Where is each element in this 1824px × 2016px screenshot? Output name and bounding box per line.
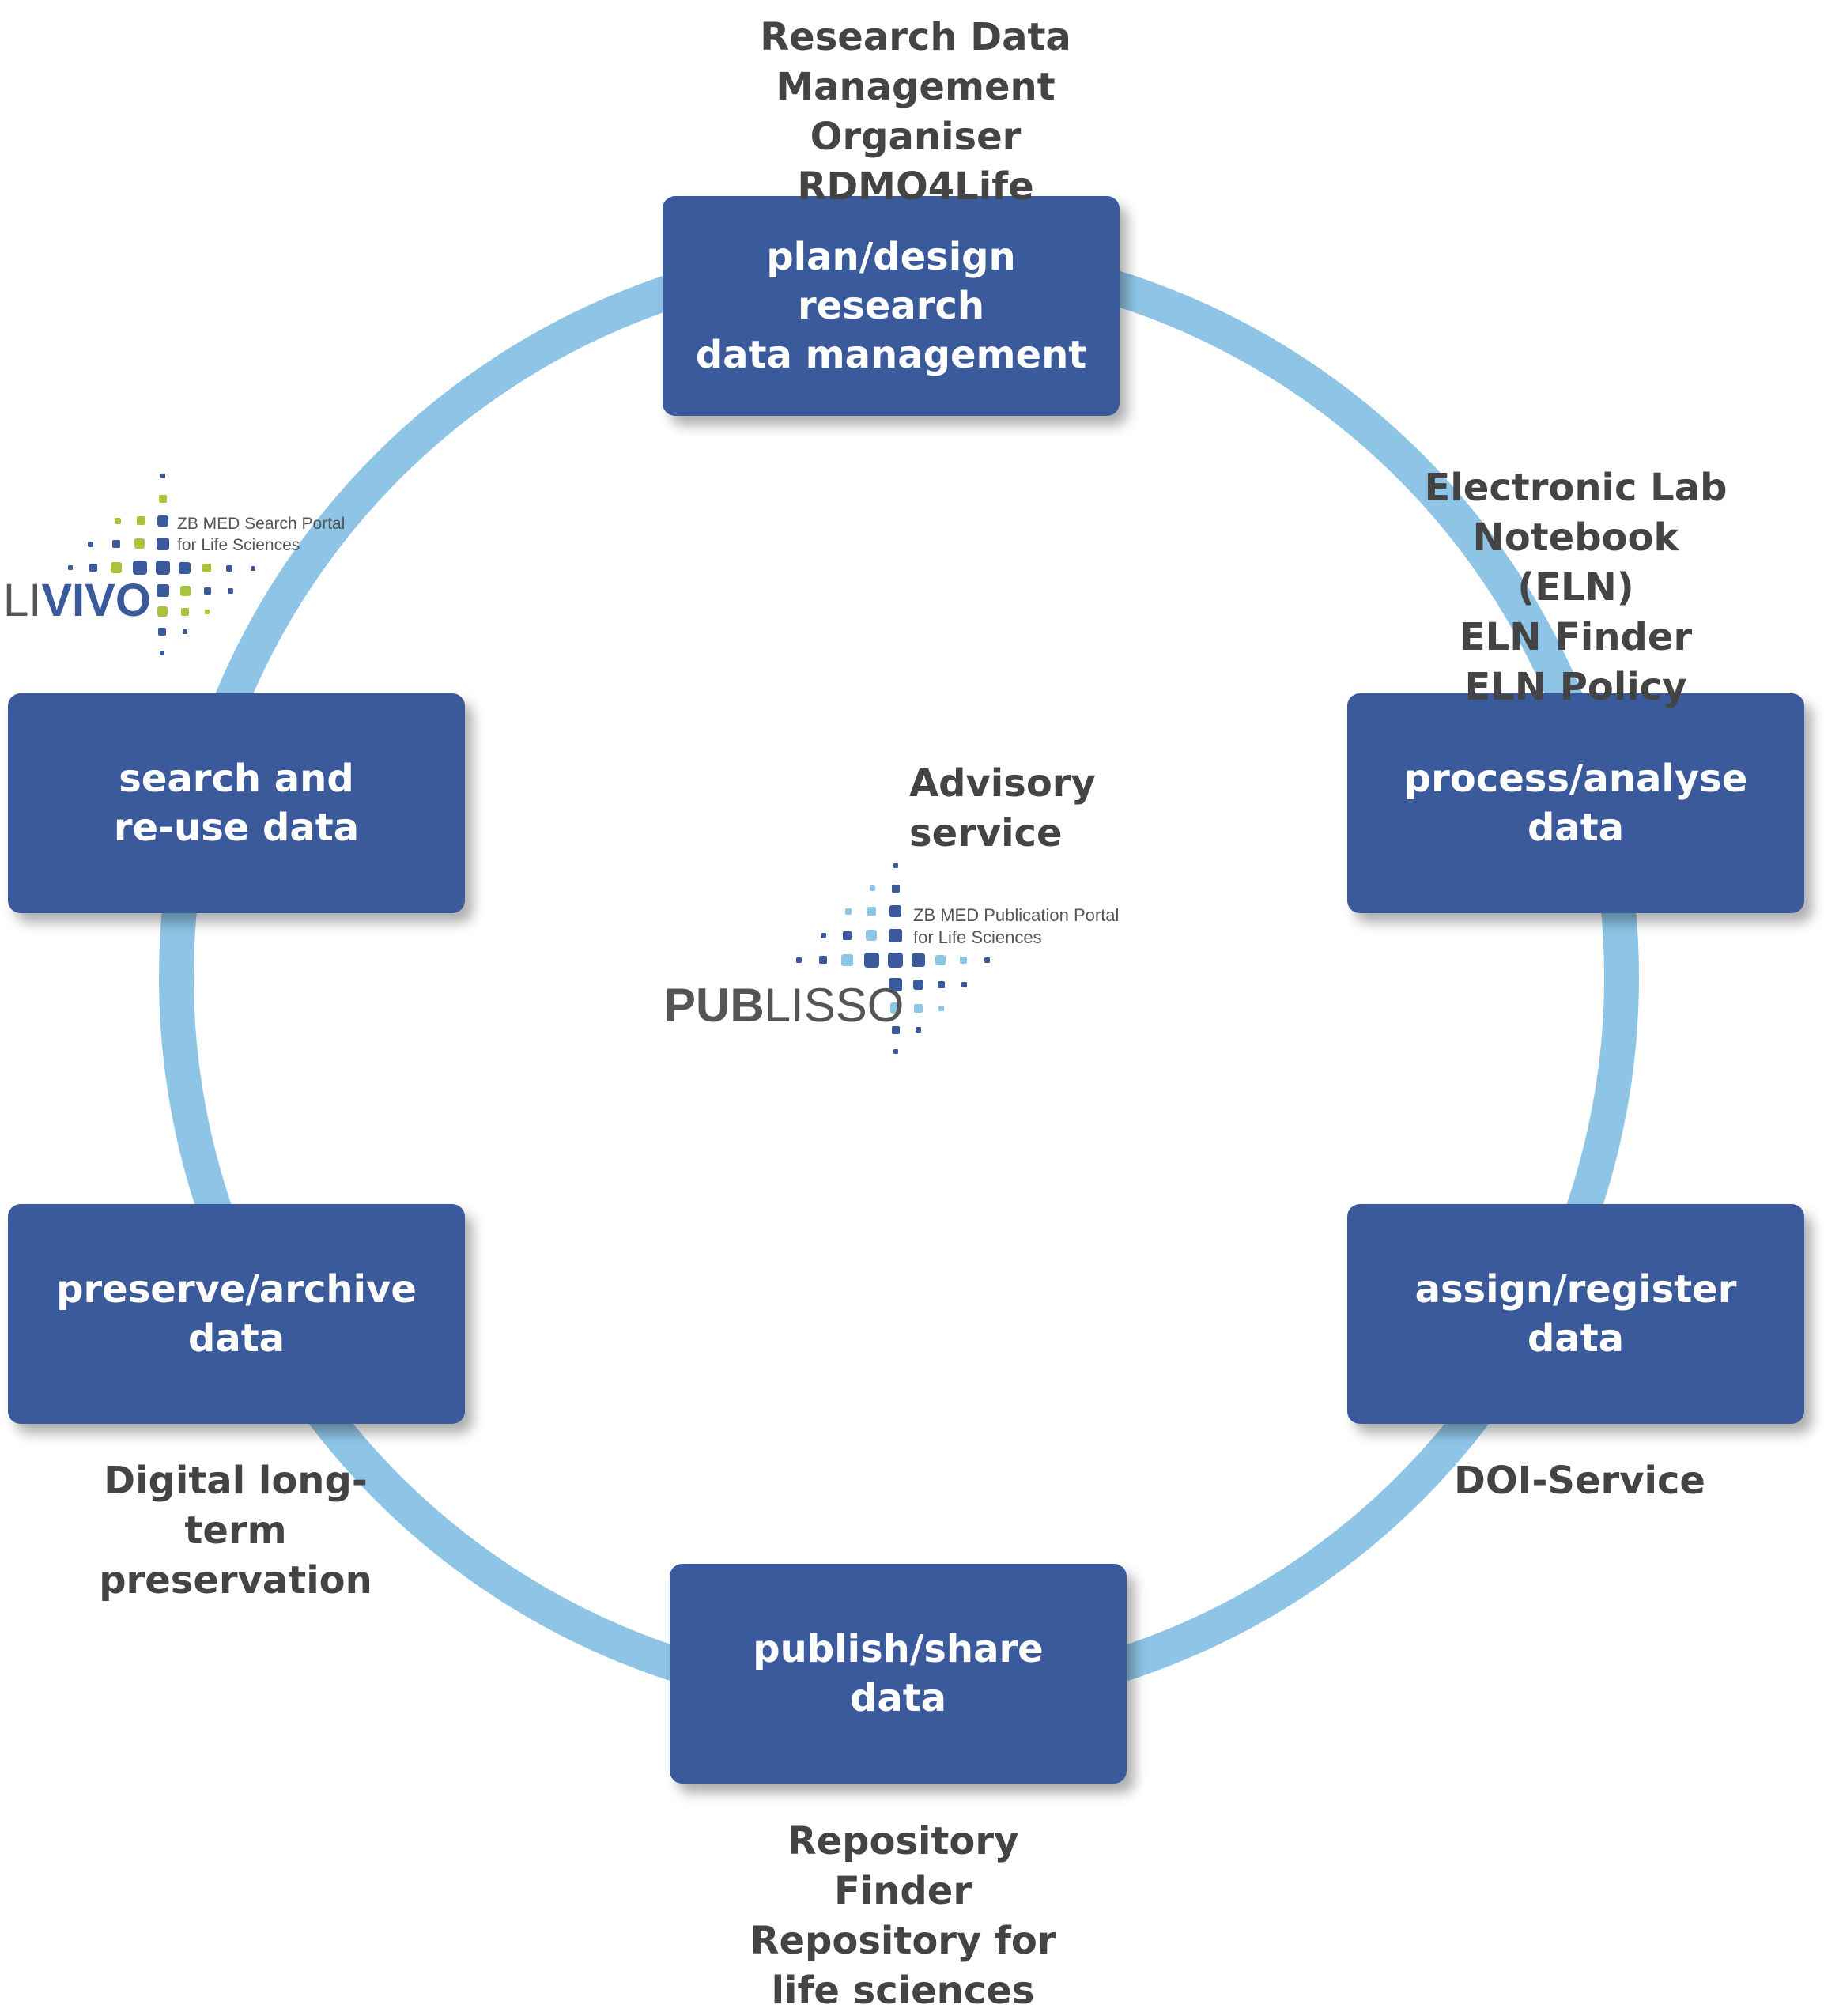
publisso-wordmark-part1: PUB xyxy=(664,979,765,1032)
stage-box-plan: plan/design research data management xyxy=(663,196,1120,416)
publisso-wordmark-part2: LISSO xyxy=(765,979,904,1032)
service-label-preserve: Digital long-term preservation xyxy=(99,1459,372,1603)
stage-box-search: search and re-use data xyxy=(8,693,465,913)
livivo-wordmark: LIVIVO xyxy=(3,575,151,626)
livivo-tagline-2: for Life Sciences xyxy=(177,536,300,554)
livivo-wordmark-part1: LI xyxy=(3,575,41,626)
publisso-tagline-2: for Life Sciences xyxy=(913,927,1042,947)
publisso-tagline-1: ZB MED Publication Portal xyxy=(913,905,1119,925)
stage-box-process: process/analyse data xyxy=(1347,693,1804,913)
stage-box-assign: assign/register data xyxy=(1347,1204,1804,1424)
service-label-assign: DOI-Service xyxy=(1454,1459,1705,1503)
service-label-publish: Repository Finder Repository for life sc… xyxy=(750,1819,1056,2013)
dot-grid-logo-icon xyxy=(68,474,255,655)
livivo-wordmark-part2: VIVO xyxy=(41,575,151,626)
service-label-plan: Research Data Management Organiser RDMO4… xyxy=(760,15,1071,209)
dot-grid-logo-icon xyxy=(796,863,990,1054)
livivo-logo: ZB MED Search Portal for Life Sciences L… xyxy=(0,462,356,668)
stage-box-preserve: preserve/archive data xyxy=(8,1204,465,1424)
stage-box-publish: publish/share data xyxy=(670,1564,1127,1784)
service-label-center: Advisory service xyxy=(909,761,1096,855)
publisso-wordmark: PUBLISSO xyxy=(664,979,904,1032)
service-label-process: Electronic Lab Notebook (ELN) ELN Finder… xyxy=(1424,466,1728,709)
livivo-tagline-1: ZB MED Search Portal xyxy=(177,515,345,533)
publisso-logo: ZB MED Publication Portal for Life Scien… xyxy=(660,858,1135,1079)
